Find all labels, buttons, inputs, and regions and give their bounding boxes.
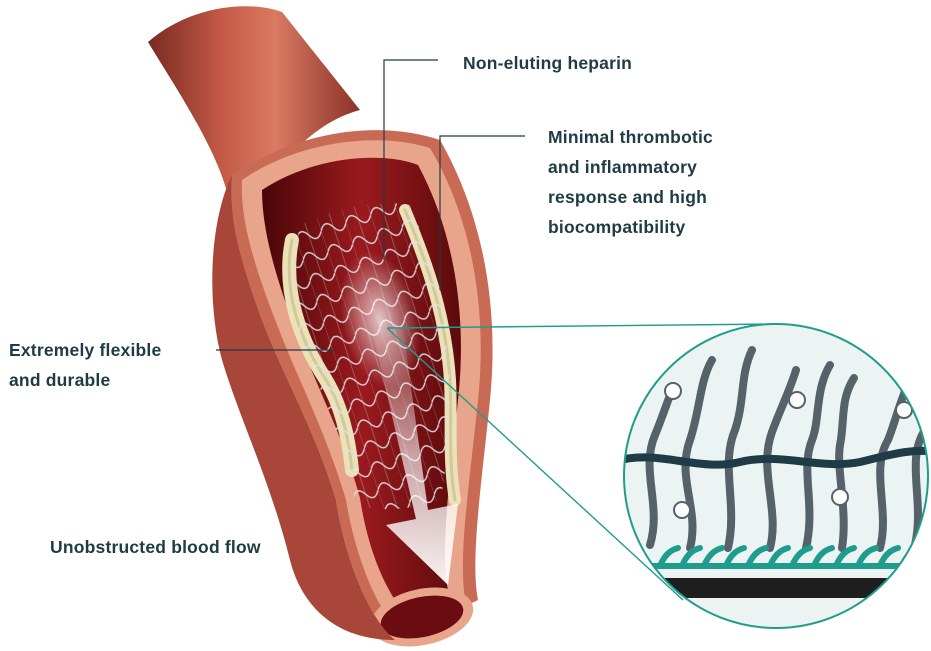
- label-line: Extremely flexible: [9, 335, 161, 365]
- label-line: response and high: [548, 182, 713, 212]
- label-line: biocompatibility: [548, 212, 713, 242]
- label-non-eluting-heparin: Non-eluting heparin: [463, 48, 632, 78]
- label-line: Minimal thrombotic: [548, 122, 713, 152]
- label-line: Non-eluting heparin: [463, 48, 632, 78]
- label-line: and inflammatory: [548, 152, 713, 182]
- label-line: and durable: [9, 365, 161, 395]
- label-minimal-thrombotic: Minimal thrombotic and inflammatory resp…: [548, 122, 713, 242]
- label-unobstructed-blood-flow: Unobstructed blood flow: [50, 532, 261, 562]
- magnified-surface-detail: [600, 324, 931, 638]
- label-extremely-flexible: Extremely flexible and durable: [9, 335, 161, 395]
- label-line: Unobstructed blood flow: [50, 532, 261, 562]
- substrate-bar: [600, 578, 931, 598]
